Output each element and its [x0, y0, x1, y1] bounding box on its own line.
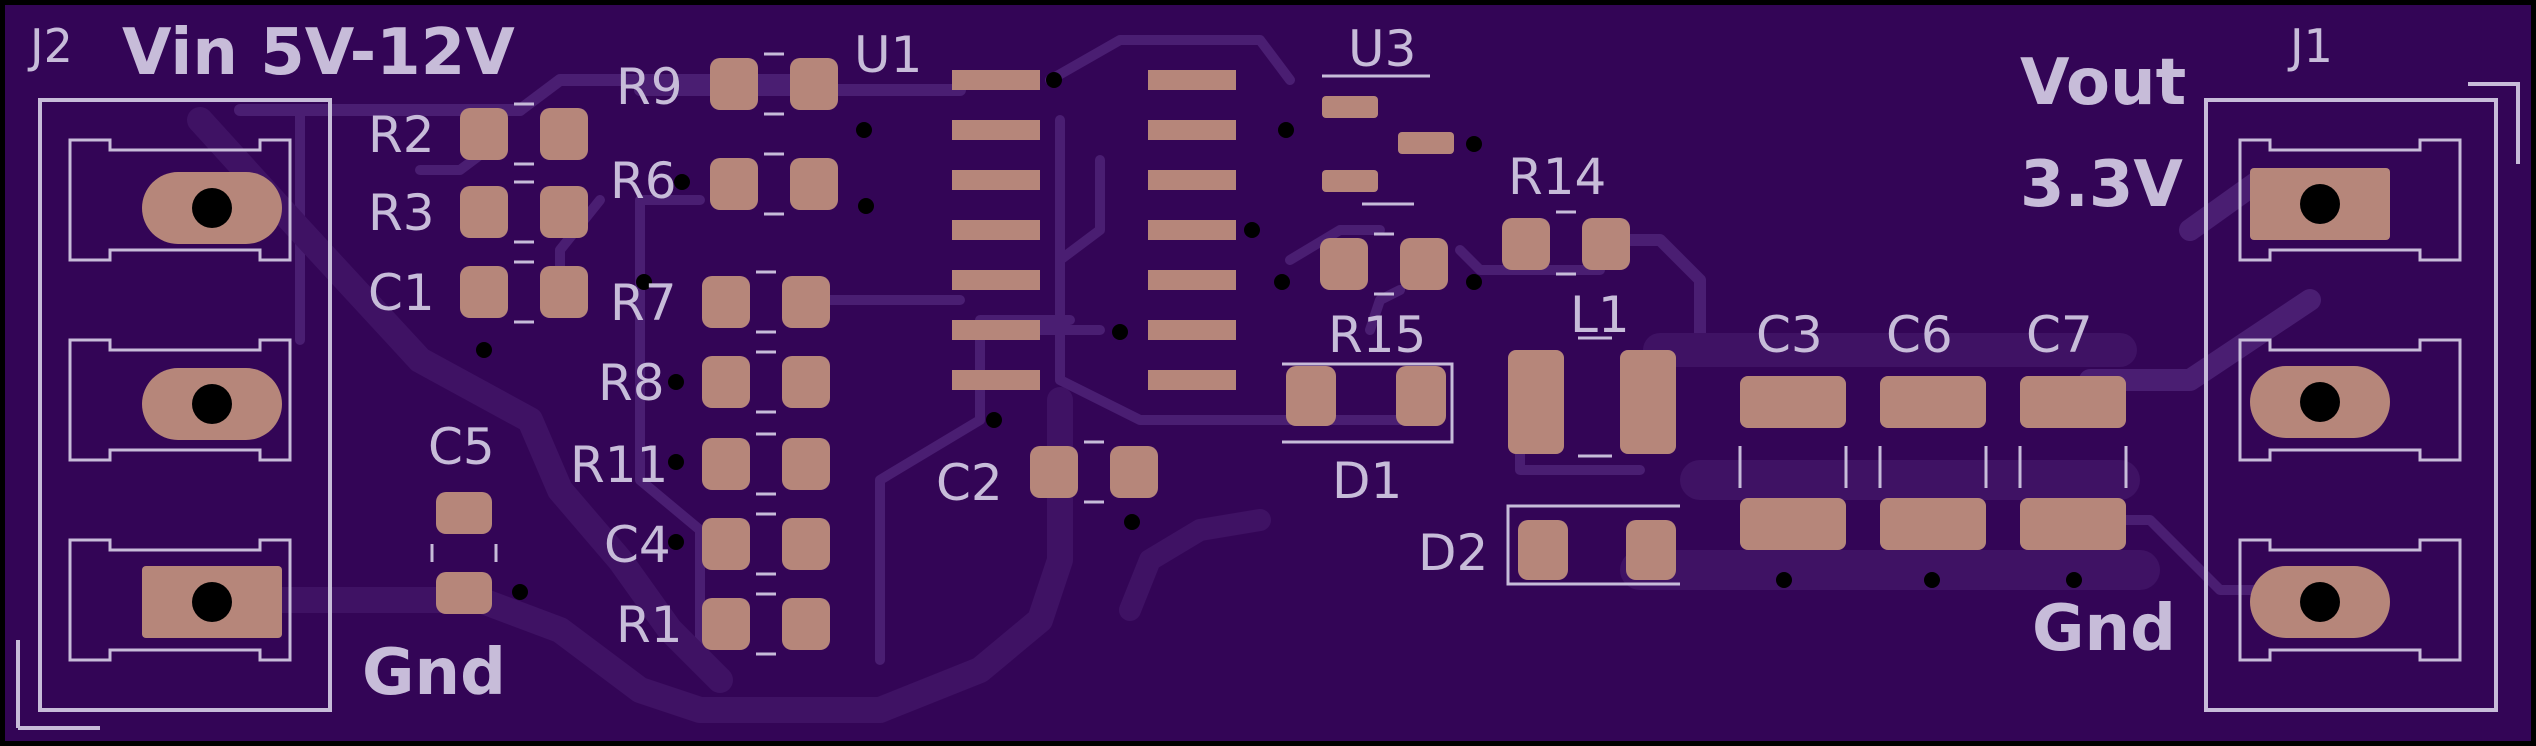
vout-label: Vout [2020, 46, 2186, 120]
designator-l1: L1 [1570, 286, 1630, 344]
designator-j2: J2 [27, 19, 73, 73]
designator-c2: C2 [936, 454, 1003, 512]
designator-c5: C5 [428, 418, 495, 476]
vin-label: Vin 5V-12V [122, 16, 515, 90]
diode-d1 [1282, 362, 1454, 444]
vout-voltage-label: 3.3V [2020, 148, 2183, 222]
designator-r1: R1 [616, 596, 683, 654]
designator-r8: R8 [598, 354, 665, 412]
designator-d2: D2 [1418, 524, 1488, 582]
gnd-label-left: Gnd [362, 636, 506, 710]
smd-silk-marks [430, 52, 1576, 656]
ic-u3 [1322, 74, 1454, 206]
ic-u1 [952, 70, 1236, 390]
vias [476, 72, 2082, 600]
designator-c3: C3 [1756, 306, 1823, 364]
designator-r3: R3 [368, 184, 435, 242]
inductor-l1 [1508, 336, 1676, 458]
designator-c6: C6 [1886, 306, 1953, 364]
designator-r11: R11 [570, 436, 668, 494]
gnd-label-right: Gnd [2032, 592, 2176, 666]
designator-r14: R14 [1508, 148, 1606, 206]
designator-c4: C4 [604, 516, 671, 574]
smd-pads [436, 58, 1630, 650]
designator-u3: U3 [1348, 20, 1416, 78]
designator-d1: D1 [1332, 452, 1402, 510]
designator-r2: R2 [368, 106, 435, 164]
connector-j1 [2204, 82, 2520, 712]
caps-c3-c6-c7 [1738, 376, 2128, 550]
designator-u1: U1 [854, 26, 922, 84]
designator-r15: R15 [1328, 306, 1426, 364]
designator-r9: R9 [616, 58, 683, 116]
silkscreen-text: Vin 5V-12V Vout 3.3V Gnd Gnd J2 J1 U1 U3… [27, 16, 2333, 710]
copper-pours [187, 107, 2160, 723]
designator-c1: C1 [368, 264, 435, 322]
connector-j2 [16, 98, 332, 730]
designator-r7: R7 [610, 274, 677, 332]
designator-j1: J1 [2287, 19, 2333, 73]
designator-r6: R6 [610, 152, 677, 210]
designator-c7: C7 [2026, 306, 2093, 364]
diode-d2 [1506, 504, 1680, 586]
